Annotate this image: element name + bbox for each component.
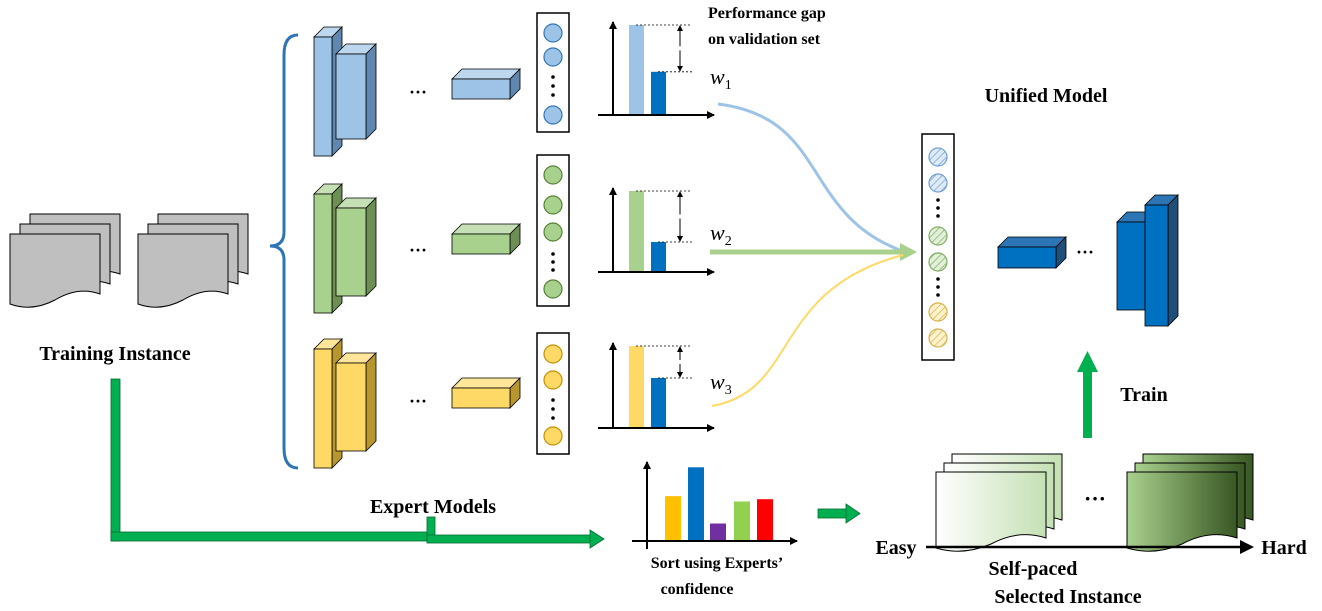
unified-model-label: Unified Model [985, 85, 1108, 107]
weight-flow-arrowhead [900, 243, 917, 261]
gap-bar-unified [651, 242, 666, 272]
cnn-block-icon [313, 26, 377, 157]
training-instance-docs [9, 213, 249, 308]
weight-flow-blue [717, 102, 906, 254]
expert-model-blue: ··· [313, 12, 570, 157]
difficulty-axis-arrowhead [1240, 540, 1254, 554]
confidence-bar [734, 501, 750, 541]
train-label: Train [1120, 384, 1167, 406]
ellipsis: ··· [1076, 242, 1094, 262]
sort-label-line1: Sort using Experts’ [651, 555, 783, 572]
feature-block-icon [451, 223, 521, 255]
performance-gap-chart-yellow [598, 342, 715, 432]
gap-bar-unified [651, 71, 666, 115]
expert-model-yellow: ··· [313, 332, 570, 469]
gap-bar-expert [629, 25, 644, 115]
gap-bar-expert [629, 346, 644, 428]
easy-document-stack-icon [935, 453, 1063, 552]
confidence-bar [688, 467, 704, 541]
feature-block-icon [997, 236, 1067, 269]
feature-block-icon [451, 68, 521, 100]
gap-bar-expert [629, 191, 644, 272]
self-paced-label-line1: Self-paced [989, 558, 1078, 580]
performance-gap-label-line1: Performance gap [708, 5, 826, 22]
ellipsis: ··· [1084, 486, 1106, 511]
expert-brace [269, 33, 299, 470]
unified-feature-vector [921, 133, 955, 361]
confidence-bar [710, 523, 726, 541]
sort-confidence-chart [632, 461, 798, 549]
sorted-to-selected-arrow [817, 503, 861, 524]
hard-label: Hard [1261, 537, 1307, 559]
confidence-bar [757, 499, 773, 541]
feature-vector [536, 12, 570, 133]
performance-gap-chart-blue [598, 21, 715, 119]
training-instance-label: Training Instance [39, 343, 190, 365]
ellipsis: ··· [409, 391, 427, 411]
performance-gap-label-line2: on validation set [708, 31, 821, 48]
performance-gap-chart-green [598, 187, 715, 276]
sort-label-line2: confidence [661, 581, 734, 598]
feature-block-icon [451, 377, 521, 409]
gap-bar-unified [651, 377, 666, 428]
feature-vector [536, 154, 570, 307]
expert-models-label: Expert Models [370, 496, 496, 518]
ellipsis: ··· [409, 82, 427, 102]
train-arrow [1077, 351, 1098, 438]
cnn-block-icon [313, 183, 377, 314]
feature-vector [536, 332, 570, 455]
instance-flow-line [110, 378, 605, 549]
weight-w3: w3 [710, 369, 732, 398]
document-stack-icon [137, 213, 249, 308]
weight-w2: w2 [710, 220, 732, 249]
easy-label: Easy [875, 537, 916, 559]
ellipsis: ··· [409, 240, 427, 260]
confidence-bar [665, 496, 681, 541]
expert-model-green: ··· [313, 154, 570, 314]
weight-flow-yellow [711, 254, 904, 407]
self-paced-label-line2: Selected Instance [994, 586, 1141, 608]
cnn-block-icon [313, 338, 377, 469]
hard-document-stack-icon [1126, 453, 1254, 552]
weight-w1: w1 [710, 64, 732, 93]
document-stack-icon [9, 213, 121, 308]
cnn-block-icon [1116, 194, 1179, 327]
